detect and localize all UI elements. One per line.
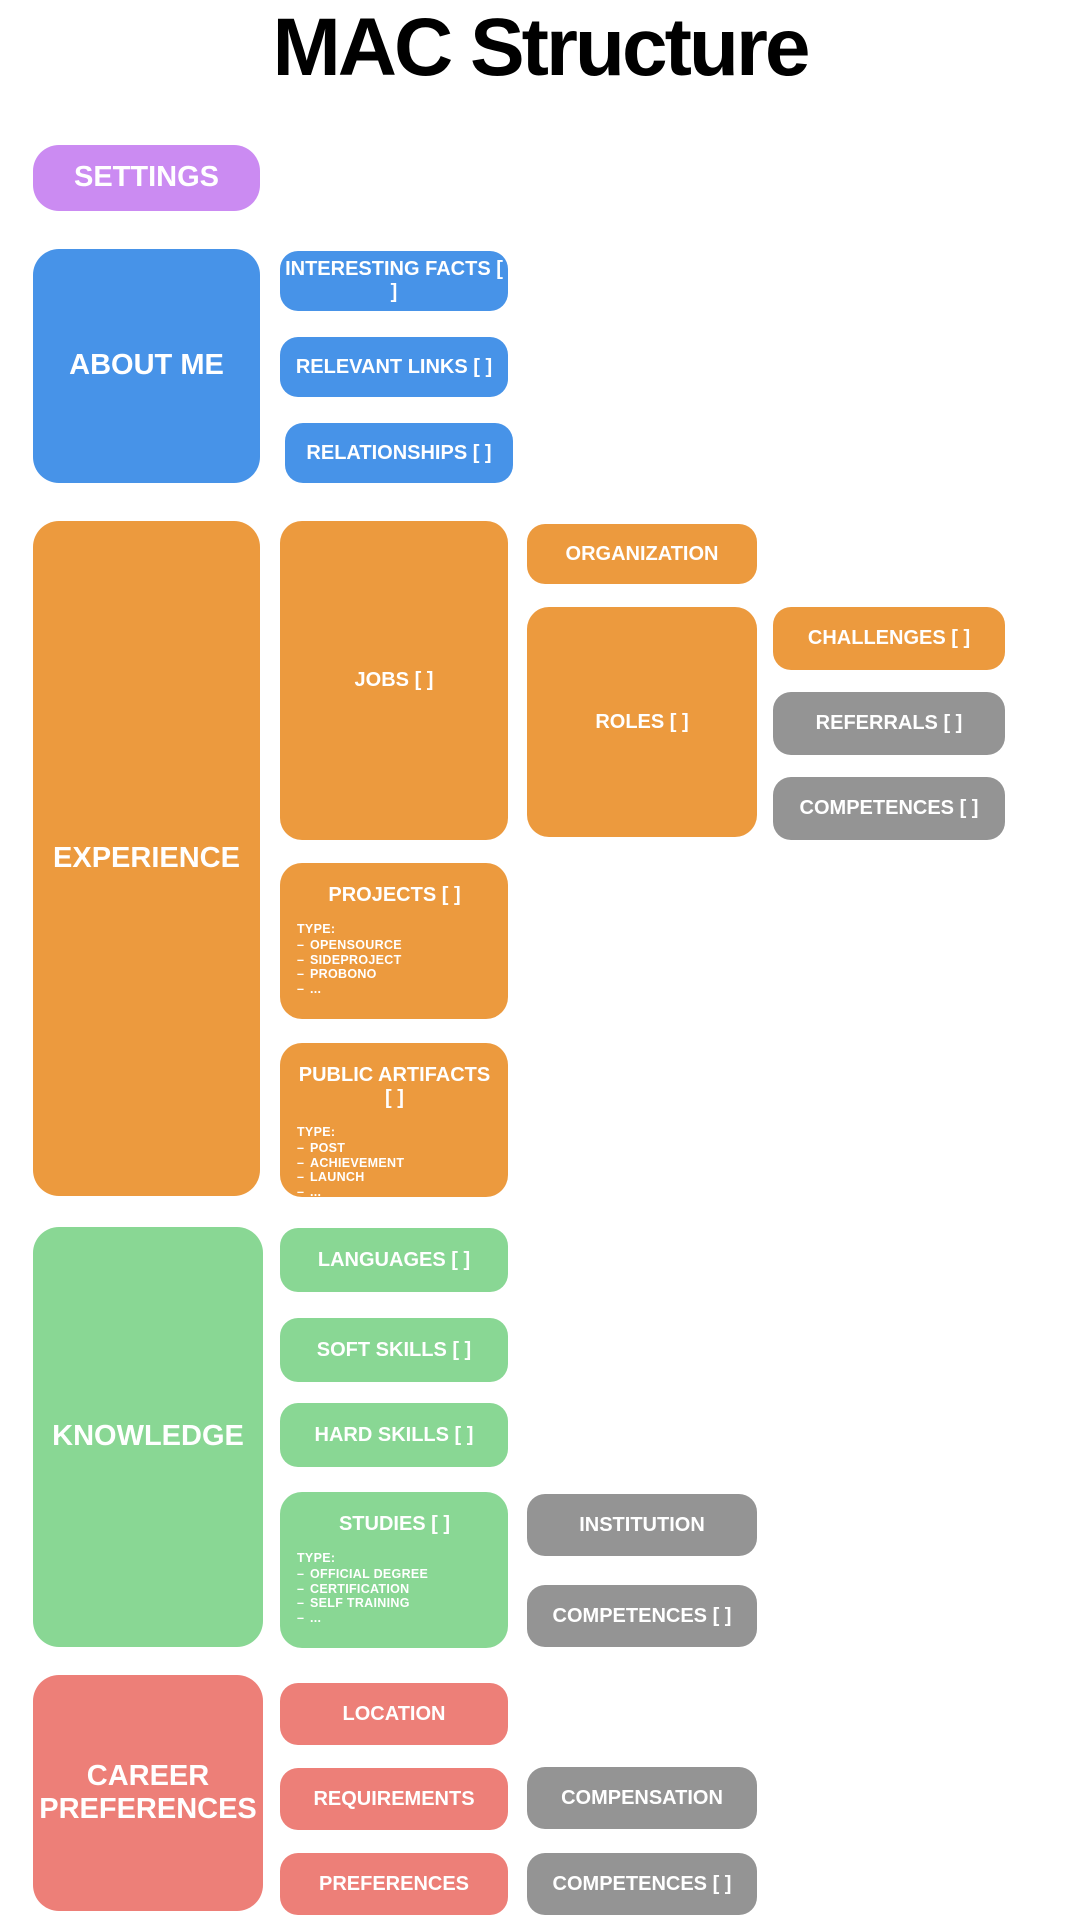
node-compensation: COMPENSATION: [527, 1767, 757, 1829]
type-list: OPENSOURCE SIDEPROJECT PROBONO ...: [297, 938, 492, 996]
type-item: ...: [297, 1611, 492, 1626]
node-settings: SETTINGS: [33, 145, 260, 211]
type-item: SIDEPROJECT: [297, 953, 492, 968]
node-challenges: CHALLENGES [ ]: [773, 607, 1005, 670]
node-roles: ROLES [ ]: [527, 607, 757, 837]
node-relationships: RELATIONSHIPS [ ]: [285, 423, 513, 483]
node-hard-skills: HARD SKILLS [ ]: [280, 1403, 508, 1467]
type-heading: TYPE:: [297, 1551, 336, 1565]
page-title: MAC Structure: [272, 2, 810, 93]
type-heading: TYPE:: [297, 1125, 336, 1139]
node-label: SOFT SKILLS [ ]: [316, 1338, 472, 1361]
node-institution: INSTITUTION: [527, 1494, 757, 1556]
type-item: PROBONO: [297, 967, 492, 982]
node-career-competences: COMPETENCES [ ]: [527, 1853, 757, 1915]
node-about-me: ABOUT ME: [33, 249, 260, 483]
node-label: CAREER PREFERENCES: [39, 1759, 257, 1825]
node-relevant-links: RELEVANT LINKS [ ]: [280, 337, 508, 397]
node-preferences: PREFERENCES: [280, 1853, 508, 1915]
type-item: LAUNCH: [297, 1170, 492, 1185]
type-heading: TYPE:: [297, 922, 336, 936]
node-languages: LANGUAGES [ ]: [280, 1228, 508, 1292]
node-label: ABOUT ME: [69, 349, 224, 382]
node-jobs: JOBS [ ]: [280, 521, 508, 840]
type-list: POST ACHIEVEMENT LAUNCH ...: [297, 1141, 492, 1199]
node-organization: ORGANIZATION: [527, 524, 757, 584]
node-label: JOBS [ ]: [354, 669, 434, 691]
type-item: ...: [297, 1185, 492, 1200]
node-label: RELEVANT LINKS [ ]: [295, 355, 493, 378]
node-label: INSTITUTION: [579, 1513, 705, 1536]
node-projects: PROJECTS [ ] TYPE: OPENSOURCE SIDEPROJEC…: [280, 863, 508, 1019]
node-referrals: REFERRALS [ ]: [773, 692, 1005, 755]
node-requirements: REQUIREMENTS: [280, 1768, 508, 1830]
node-label: ROLES [ ]: [595, 710, 689, 733]
type-item: OPENSOURCE: [297, 938, 492, 953]
type-item: OFFICIAL DEGREE: [297, 1567, 492, 1582]
node-label: LANGUAGES [ ]: [317, 1248, 471, 1271]
node-label: REQUIREMENTS: [313, 1787, 475, 1810]
node-label: RELATIONSHIPS [ ]: [306, 441, 492, 464]
node-label: CHALLENGES [ ]: [807, 627, 971, 649]
node-label: EXPERIENCE: [53, 841, 240, 874]
node-location: LOCATION: [280, 1683, 508, 1745]
node-title: PROJECTS [ ]: [328, 884, 461, 906]
type-item: ...: [297, 982, 492, 997]
node-interesting-facts: INTERESTING FACTS [ ]: [280, 251, 508, 311]
node-label: PREFERENCES: [318, 1872, 470, 1895]
node-experience: EXPERIENCE: [33, 521, 260, 1196]
node-roles-competences: COMPETENCES [ ]: [773, 777, 1005, 840]
type-item: ACHIEVEMENT: [297, 1156, 492, 1171]
node-label: LOCATION: [342, 1702, 446, 1725]
type-item: CERTIFICATION: [297, 1582, 492, 1597]
node-studies: STUDIES [ ] TYPE: OFFICIAL DEGREE CERTIF…: [280, 1492, 508, 1648]
node-label: HARD SKILLS [ ]: [314, 1423, 474, 1446]
node-title: PUBLIC ARTIFACTS [ ]: [298, 1064, 491, 1109]
node-label: COMPENSATION: [561, 1786, 723, 1809]
node-title: STUDIES [ ]: [338, 1513, 451, 1535]
node-label: INTERESTING FACTS [ ]: [285, 258, 503, 303]
type-list: OFFICIAL DEGREE CERTIFICATION SELF TRAIN…: [297, 1567, 492, 1625]
node-label: COMPETENCES [ ]: [552, 1604, 732, 1627]
node-label: KNOWLEDGE: [52, 1420, 244, 1453]
node-career-preferences: CAREER PREFERENCES: [33, 1675, 263, 1911]
node-public-artifacts: PUBLIC ARTIFACTS [ ] TYPE: POST ACHIEVEM…: [280, 1043, 508, 1199]
node-label: SETTINGS: [73, 161, 219, 194]
node-label: COMPETENCES [ ]: [552, 1872, 732, 1895]
node-label: REFERRALS [ ]: [815, 712, 963, 734]
node-knowledge: KNOWLEDGE: [33, 1227, 263, 1647]
node-label: ORGANIZATION: [565, 542, 719, 565]
type-item: SELF TRAINING: [297, 1596, 492, 1611]
node-studies-competences: COMPETENCES [ ]: [527, 1585, 757, 1647]
node-label: COMPETENCES [ ]: [799, 797, 979, 819]
type-item: POST: [297, 1141, 492, 1156]
node-soft-skills: SOFT SKILLS [ ]: [280, 1318, 508, 1382]
